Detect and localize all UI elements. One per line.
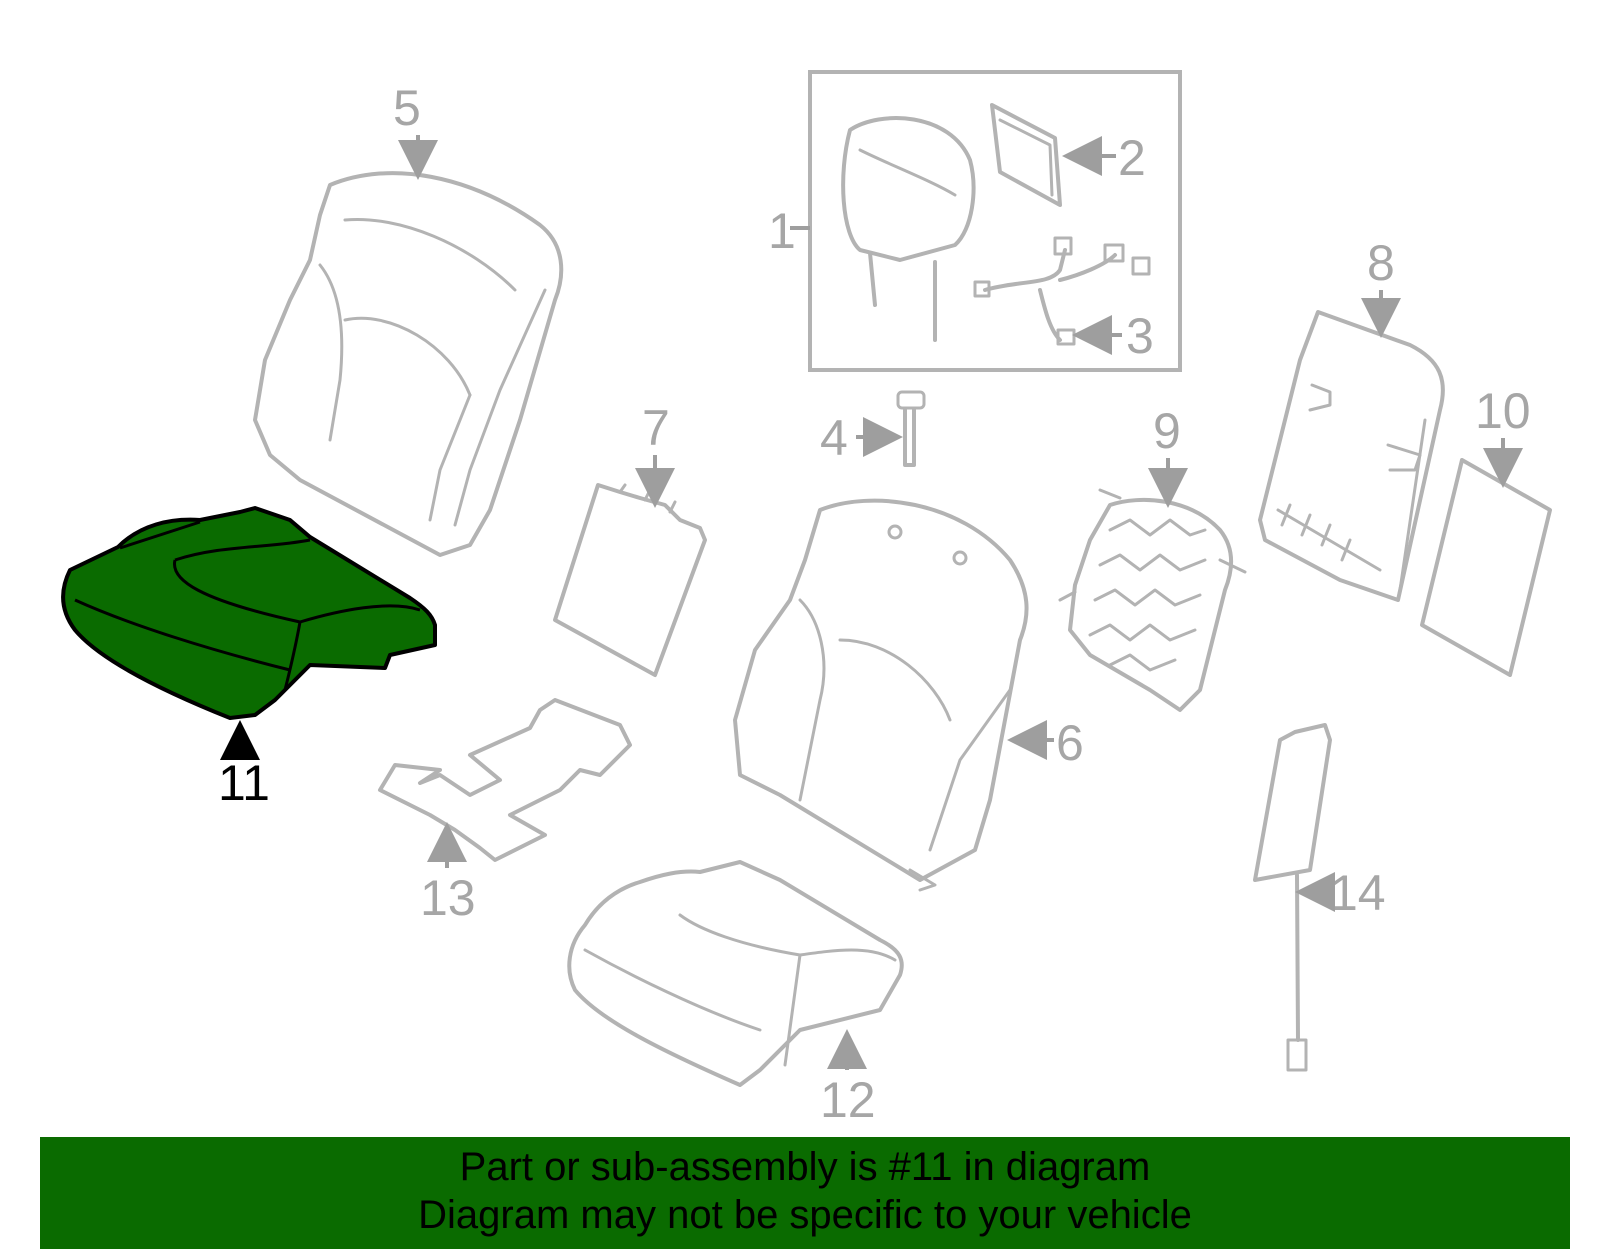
info-banner: Part or sub-assembly is #11 in diagram D… [40,1137,1570,1249]
part-11-seat-cushion-cover[interactable] [61,506,437,720]
callout-6: 6 [1056,715,1084,771]
part-6-seat-back-pad[interactable] [733,498,1029,892]
callout-14: 14 [1330,865,1386,921]
part-14-bracket[interactable] [1253,723,1332,1072]
callout-11: 11 [218,755,270,811]
callout-12: 12 [820,1072,876,1128]
part-7-pad[interactable] [553,483,707,677]
part-8-back-panel[interactable] [1258,310,1445,602]
callout-8: 8 [1367,235,1395,291]
part-12-seat-cushion-pad[interactable] [567,860,904,1087]
callout-7: 7 [642,400,670,456]
callout-13: 13 [420,870,476,926]
part-1-box [808,70,1182,372]
part-2-pad[interactable] [990,103,1062,207]
part-9-spring-frame[interactable] [1058,488,1247,712]
part-13-mat[interactable] [378,698,632,862]
callout-3: 3 [1126,308,1154,364]
callout-2: 2 [1118,130,1146,186]
part-5-seat-back-cover[interactable] [253,171,564,557]
part-3-wire-harness[interactable] [973,236,1151,346]
callout-9: 9 [1153,403,1181,459]
callout-10: 10 [1475,383,1531,439]
banner-line-2: Diagram may not be specific to your vehi… [418,1193,1192,1237]
callout-1: 1 [768,203,796,259]
banner-line-1: Part or sub-assembly is #11 in diagram [459,1145,1151,1189]
part-10-panel[interactable] [1420,458,1552,677]
callout-5: 5 [393,80,421,136]
part-4-bolt[interactable] [896,390,926,467]
part-1-headrest[interactable] [841,116,976,342]
callout-4: 4 [820,410,848,466]
